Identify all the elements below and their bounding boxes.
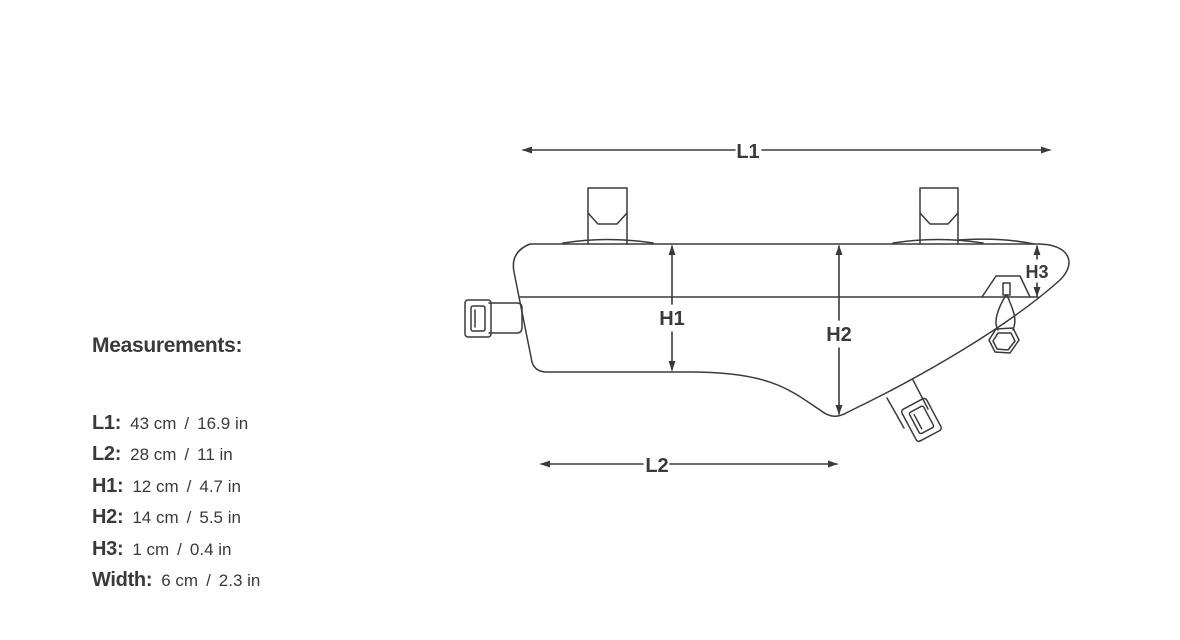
measurement-metric: 6 cm <box>161 570 199 590</box>
measurement-imperial: 0.4 in <box>189 539 232 559</box>
label-l1: L1 <box>736 141 759 163</box>
side-buckle-left <box>464 299 523 338</box>
dimension-arrows <box>522 146 1051 468</box>
measurement-metric: 1 cm <box>132 539 170 559</box>
zipper-pull <box>981 275 1031 354</box>
measurement-row-l2: L2: 28 cm / 11 in <box>92 439 260 470</box>
bag-body <box>512 243 1070 417</box>
measurement-separator: / <box>206 570 211 590</box>
measurement-metric: 14 cm <box>132 508 179 528</box>
measurement-key: L1: <box>92 412 122 434</box>
measurement-key: Width: <box>92 568 153 591</box>
measurement-imperial: 16.9 in <box>197 414 249 433</box>
measurement-key: H1: <box>92 474 124 497</box>
measurement-row-h1: H1: 12 cm / 4.7 in <box>92 471 260 502</box>
measurements-panel: Measurements: L1: 43 cm / 16.9 in L2: 28 cm /… <box>92 334 392 591</box>
measurement-separator: / <box>177 539 182 559</box>
label-h2: H2 <box>826 324 852 346</box>
top-strap-left <box>562 187 654 245</box>
measurement-row-h2: H2: 14 cm / 5.5 in <box>92 502 260 533</box>
measurement-imperial: 11 in <box>197 445 233 465</box>
measurement-metric: 43 cm <box>130 414 177 433</box>
measurement-key: L2: <box>92 443 122 466</box>
measurement-key: H3: <box>92 537 124 560</box>
measurement-row-h3: H3: 1 cm / 0.4 in <box>92 534 260 565</box>
label-l2: L2 <box>645 455 668 477</box>
measurement-separator: / <box>184 414 190 433</box>
measurement-metric: 12 cm <box>132 476 179 496</box>
measurement-separator: / <box>186 476 192 496</box>
measurement-metric: 28 cm <box>130 445 177 465</box>
measurement-row-width: Width: 6 cm / 2.3 in <box>92 565 260 596</box>
top-strap-right <box>892 187 1035 245</box>
label-h1: H1 <box>659 308 685 330</box>
measurements-heading: Measurements: <box>92 334 243 357</box>
measurement-imperial: 4.7 in <box>199 476 241 496</box>
bottom-buckle <box>886 379 942 443</box>
measurement-separator: / <box>184 445 190 465</box>
measurement-separator: / <box>186 508 192 528</box>
measurement-imperial: 2.3 in <box>218 570 261 590</box>
label-h3: H3 <box>1025 262 1048 282</box>
measurements-list: L1:43 cm/16.9 in L2:28 cm/11 in H1:12 cm… <box>92 408 260 596</box>
measurement-imperial: 5.5 in <box>199 508 241 528</box>
measurement-key: H2: <box>92 506 124 529</box>
measurement-row-l1: L1: 43 cm / 16.9 in <box>92 408 260 439</box>
